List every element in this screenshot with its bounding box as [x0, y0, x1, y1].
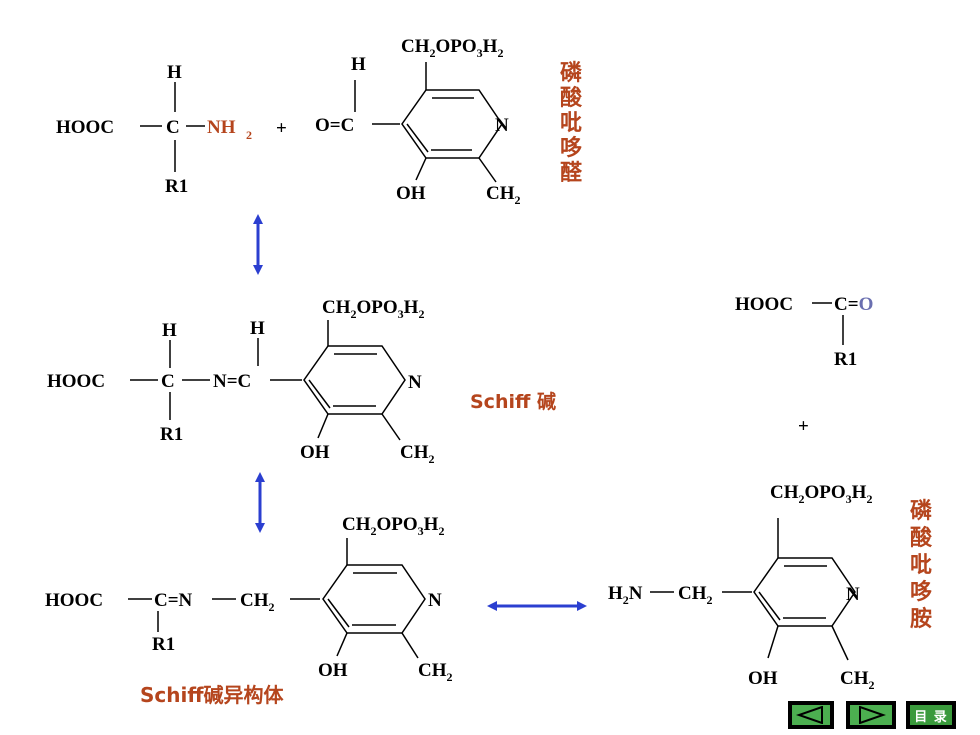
isomer-ch2: CH2	[240, 590, 275, 614]
keto-acid	[812, 302, 844, 345]
pmp-ch2opo3h2: CH2OPO3H2	[770, 482, 872, 506]
keto-hooc: HOOC	[735, 294, 793, 315]
schiff-base	[130, 320, 406, 441]
plp-oh: OH	[396, 183, 426, 204]
schiff-alpha-c: C	[161, 371, 175, 392]
schiff-imine-h: H	[250, 318, 265, 339]
schiff-ch2opo3h2: CH2OPO3H2	[322, 297, 424, 321]
schiff-ring-n: N	[408, 372, 422, 393]
svg-text:磷: 磷	[910, 499, 932, 524]
svg-text:哆: 哆	[560, 135, 582, 161]
schiff-methyl: CH2	[400, 442, 435, 466]
menu-label: 目 录	[914, 709, 948, 725]
isomer-hooc: HOOC	[45, 590, 103, 611]
aa-nh-sub: 2	[246, 128, 252, 142]
triangle-left-icon	[796, 706, 823, 724]
plp-name-label: 磷 酸 吡 哆 醛	[560, 61, 583, 186]
schiff-base-label: Schiff 碱	[470, 390, 556, 413]
aa-hooc: HOOC	[56, 117, 114, 138]
isomer-ch2opo3h2: CH2OPO3H2	[342, 514, 444, 538]
plp-aldehyde-h: H	[351, 54, 366, 75]
schiff-isomer-label: Schiff碱异构体	[140, 683, 285, 707]
svg-text:吡: 吡	[560, 111, 582, 136]
next-slide-button[interactable]	[846, 701, 896, 729]
triangle-right-icon	[859, 706, 886, 724]
menu-button[interactable]: 目 录	[906, 701, 956, 729]
svg-text:酸: 酸	[910, 526, 933, 551]
pmp-ch2: CH2	[678, 583, 713, 607]
plp-ch2opo3h2: CH2OPO3H2	[401, 36, 503, 60]
pmp-ring-n: N	[846, 584, 860, 605]
amino-acid	[140, 82, 205, 172]
aa-alpha-c: C	[166, 117, 180, 138]
schiff-hooc: HOOC	[47, 371, 105, 392]
isomer-c-eq-n: C=N	[154, 590, 193, 611]
keto-c: C=O	[834, 294, 873, 315]
pmp-name-label: 磷 酸 吡 哆 胺	[910, 499, 933, 632]
plus-right: +	[798, 416, 809, 437]
svg-text:胺: 胺	[910, 607, 932, 632]
schiff-alpha-h: H	[162, 320, 177, 341]
isomer-methyl: CH2	[418, 660, 453, 684]
plp-aldehyde: O=C	[315, 115, 354, 136]
svg-text:磷: 磷	[560, 61, 582, 86]
pmp-methyl: CH2	[840, 668, 875, 692]
isomer-ring-n: N	[428, 590, 442, 611]
plp	[354, 62, 503, 183]
svg-text:哆: 哆	[910, 579, 932, 605]
svg-text:吡: 吡	[910, 553, 932, 578]
isomer-r1: R1	[152, 634, 175, 655]
svg-text:醛: 醛	[560, 161, 583, 186]
pmp-oh: OH	[748, 668, 778, 689]
pmp-h2n: H2N	[608, 583, 643, 607]
schiff-isomer	[128, 538, 426, 659]
plp-ring-n: N	[495, 115, 509, 136]
schiff-n-eq-c: N=C	[213, 371, 251, 392]
aa-h: H	[167, 62, 182, 83]
aa-nh: NH	[207, 117, 236, 138]
plp-methyl: CH2	[486, 183, 521, 207]
plus-top: +	[276, 118, 287, 139]
keto-r1: R1	[834, 349, 857, 370]
prev-slide-button[interactable]	[788, 701, 834, 729]
schiff-r1: R1	[160, 424, 183, 445]
pmp	[650, 518, 856, 661]
isomer-oh: OH	[318, 660, 348, 681]
schiff-oh: OH	[300, 442, 330, 463]
svg-text:酸: 酸	[560, 86, 583, 111]
aa-r1: R1	[165, 176, 188, 197]
